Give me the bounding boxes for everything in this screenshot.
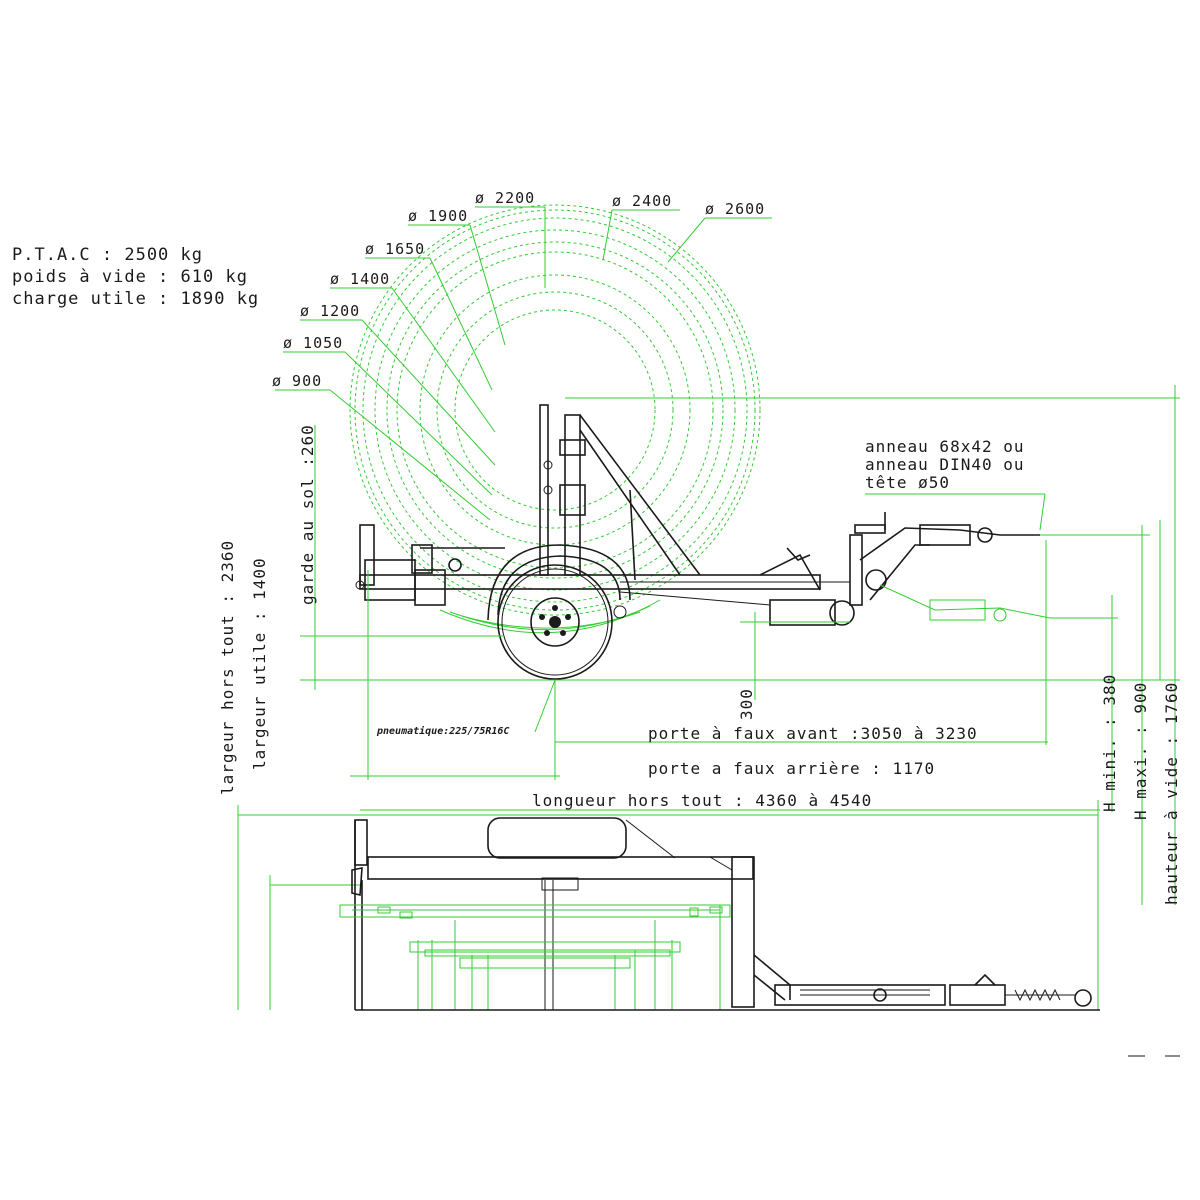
label-pneumatique: pneumatique:225/75R16C <box>376 725 509 737</box>
label-hauteur-vide: hauteur à vide : 1760 <box>1162 682 1181 905</box>
label-dia-2400: ø 2400 <box>612 192 672 210</box>
circle-1650 <box>386 241 724 579</box>
circle-2400 <box>354 209 756 611</box>
label-h-mini: H mini. : 380 <box>1100 674 1119 812</box>
circle-1200 <box>419 274 691 546</box>
label-longueur: longueur hors tout : 4360 à 4540 <box>532 791 872 810</box>
label-dia-1400: ø 1400 <box>330 270 390 288</box>
diameter-labels: ø 900 ø 1050 ø 1200 ø 1400 ø 1650 ø 1900… <box>272 189 772 521</box>
circle-1050 <box>436 291 674 529</box>
circle-900 <box>454 309 656 511</box>
label-dia-2200: ø 2200 <box>475 189 535 207</box>
coupling-note-line3: tête ø50 <box>865 473 950 492</box>
coupling-note-line2: anneau DIN40 ou <box>865 455 1025 474</box>
label-largeur-hors-tout: largeur hors tout : 2360 <box>218 540 237 795</box>
spec-charge-utile: charge utile : 1890 kg <box>12 289 259 309</box>
label-dia-900: ø 900 <box>272 372 322 390</box>
label-garde-au-sol: garde au sol :260 <box>298 424 317 605</box>
label-300: 300 <box>737 688 756 720</box>
trailer-side-view <box>355 404 1051 680</box>
label-h-maxi: H maxi. : 900 <box>1131 682 1150 820</box>
label-dia-1650: ø 1650 <box>365 240 425 258</box>
label-dia-1900: ø 1900 <box>408 207 468 225</box>
coupling-note-line1: anneau 68x42 ou <box>865 437 1025 456</box>
label-largeur-utile: largeur utile : 1400 <box>250 557 269 770</box>
spec-poids-vide: poids à vide : 610 kg <box>12 267 248 287</box>
circle-1900 <box>374 229 736 591</box>
circle-2600 <box>349 204 761 616</box>
spec-ptac: P.T.A.C : 2500 kg <box>12 245 203 265</box>
label-dia-1200: ø 1200 <box>300 302 360 320</box>
label-porte-arriere: porte a faux arrière : 1170 <box>648 759 935 778</box>
label-dia-1050: ø 1050 <box>283 334 343 352</box>
trailer-top-view <box>339 817 1100 1011</box>
circle-1400 <box>396 251 714 569</box>
circle-2200 <box>362 217 748 603</box>
dimension-lines <box>237 385 1180 1010</box>
label-dia-2600: ø 2600 <box>705 200 765 218</box>
label-porte-avant: porte à faux avant :3050 à 3230 <box>648 724 978 743</box>
